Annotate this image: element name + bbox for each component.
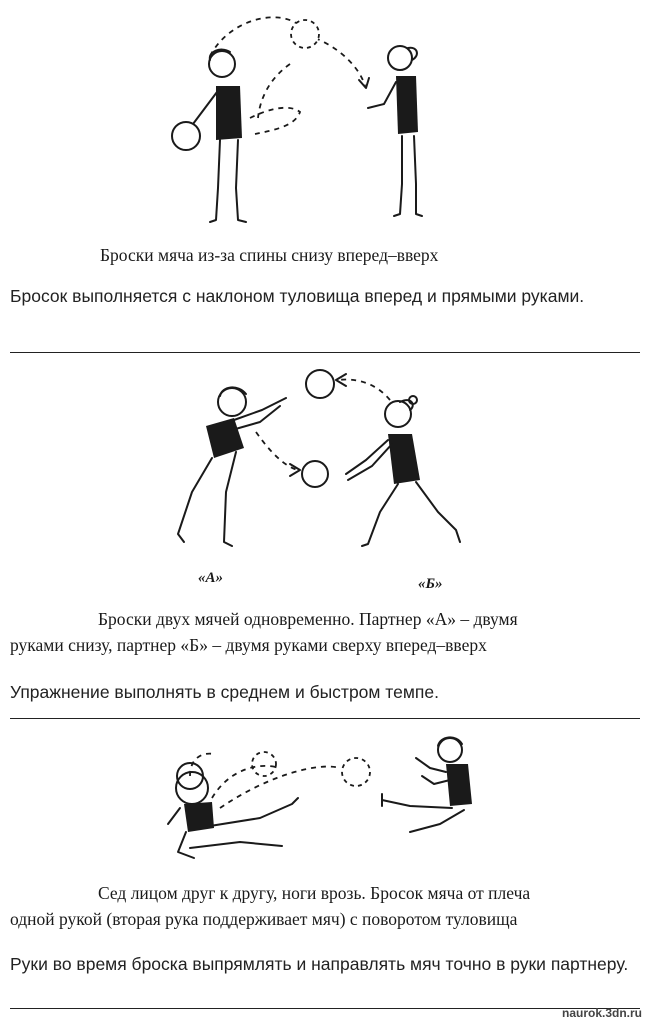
label-partner-b: «Б»: [418, 576, 443, 592]
illustration-two-balls: [177, 369, 461, 547]
caption-section-2-line-1: Броски двух мячей одновременно. Партнер …: [98, 609, 518, 629]
caption-section-3-line-1: Сед лицом друг к другу, ноги врозь. Брос…: [98, 883, 531, 903]
note-section-2: Упражнение выполнять в среднем и быстром…: [10, 682, 439, 702]
caption-section-2-line-2: руками снизу, партнер «Б» – двумя руками…: [10, 635, 487, 655]
illustration-seated-throw: [167, 736, 472, 859]
caption-section-1: Броски мяча из-за спины снизу вперед–вве…: [100, 245, 439, 265]
caption-section-3-line-2: одной рукой (вторая рука поддерживает мя…: [10, 909, 518, 929]
divider-2: [10, 718, 640, 719]
divider-3: [10, 1008, 640, 1009]
note-section-3: Руки во время броска выпрямлять и направ…: [10, 954, 629, 974]
illustration-throw-behind-back: [171, 16, 423, 223]
watermark: naurok.3dn.ru: [561, 1006, 642, 1020]
divider-1: [10, 352, 640, 353]
note-section-1: Бросок выполняется с наклоном туловища в…: [10, 286, 585, 306]
label-partner-a: «А»: [198, 570, 224, 586]
